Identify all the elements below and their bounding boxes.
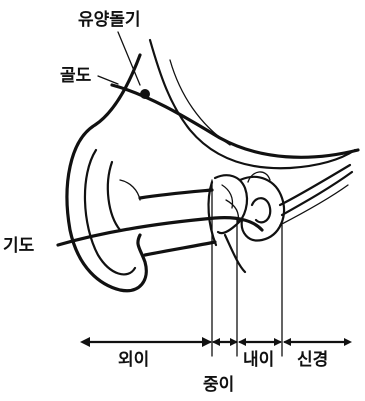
- bone-conduction-label: 골도: [60, 66, 92, 86]
- auricle-tragus: [120, 180, 140, 200]
- bone-label-leader: [98, 76, 118, 84]
- outer-ear-span-arrow: [80, 337, 212, 347]
- nerve-fiber-2: [282, 172, 352, 215]
- nerve-fiber-1: [280, 165, 350, 205]
- cochlea-inner: [252, 198, 270, 222]
- eustachian-leader-line: [118, 32, 140, 85]
- middle-ear-label: 중이: [203, 375, 234, 395]
- mastoid-contact-dot: [140, 89, 150, 99]
- nerve-fiber-3: [280, 185, 348, 225]
- middle-ear-lower: [225, 235, 245, 272]
- inner-ear-span-arrow: [238, 338, 282, 346]
- skull-outline: [150, 40, 355, 168]
- inner-ear-label: 내이: [243, 350, 274, 370]
- auricle-antihelix: [108, 162, 120, 230]
- outer-ear-label: 외이: [118, 350, 149, 370]
- nerve-span-arrow: [283, 338, 352, 346]
- air-conduction-label: 기도: [3, 236, 35, 256]
- skull-inner-outline: [170, 60, 230, 145]
- middle-ear-span-arrow: [212, 338, 238, 346]
- nerve-label: 신경: [297, 350, 328, 370]
- eustachian-label: 유양돌기: [78, 10, 141, 30]
- ear-canal-upper: [140, 190, 212, 198]
- auricle-outline: [67, 55, 146, 291]
- ear-canal-lower: [145, 242, 215, 255]
